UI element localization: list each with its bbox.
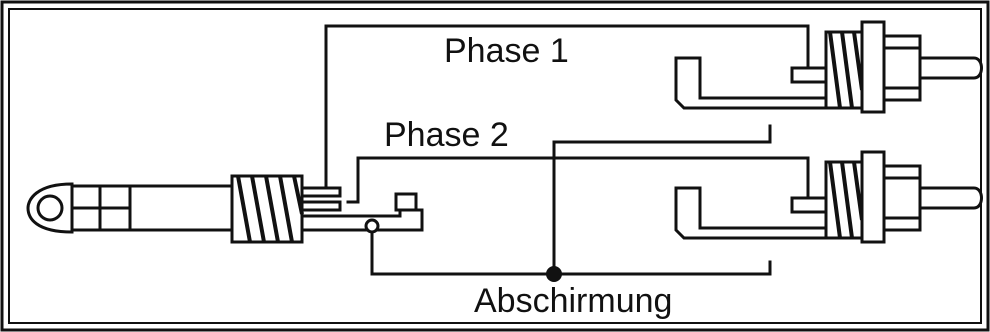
label-phase-2: Phase 2	[384, 116, 509, 154]
plug-lug-bracket	[394, 192, 418, 212]
wire-phase-1	[324, 24, 810, 190]
label-phase-1: Phase 1	[444, 32, 569, 70]
inner-frame	[8, 8, 982, 324]
rca2-shell	[882, 164, 922, 232]
wire-shield-riser	[552, 124, 772, 276]
wire-phase-2	[346, 156, 810, 204]
rca2-collar	[860, 150, 886, 244]
plug-lug-tip	[300, 186, 342, 198]
rca-plug-1	[674, 20, 983, 114]
rca1-collar	[860, 20, 886, 114]
wire-shield-bus	[370, 230, 772, 276]
stereo-jack-plug	[26, 174, 424, 244]
shield-junction-dot	[546, 266, 562, 282]
plug-lug-ring	[300, 200, 342, 212]
rca-plug-2	[674, 150, 983, 244]
plug-tip-hole	[36, 194, 64, 222]
rca2-pin	[918, 186, 983, 210]
shield-solder-point	[364, 218, 380, 234]
label-shield: Abschirmung	[474, 282, 672, 320]
rca1-pin	[918, 56, 983, 80]
rca1-shell	[882, 34, 922, 102]
